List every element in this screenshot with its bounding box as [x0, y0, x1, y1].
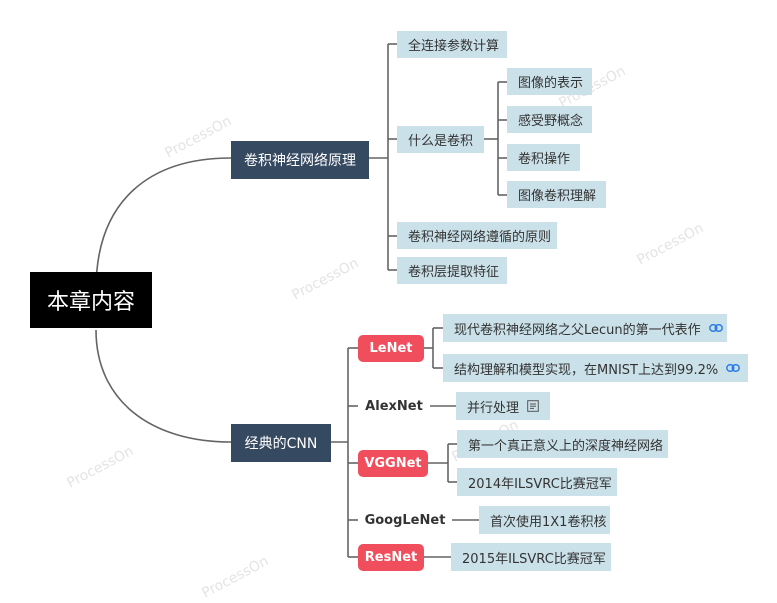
leaf-image-conv[interactable]: 图像卷积理解	[507, 181, 606, 208]
leaf-what-is-conv[interactable]: 什么是卷积	[397, 126, 484, 153]
leaf-fc-params[interactable]: 全连接参数计算	[397, 31, 507, 58]
topic-cnn-principles[interactable]: 卷积神经网络原理	[231, 141, 369, 179]
leaf-lenet-mnist-text: 结构理解和模型实现，在MNIST上达到99.2%	[454, 362, 719, 378]
leaf-resnet-2015[interactable]: 2015年ILSVRC比赛冠军	[451, 543, 611, 571]
note-icon[interactable]	[527, 400, 539, 412]
leaf-1x1-conv[interactable]: 首次使用1X1卷积核	[479, 506, 610, 534]
leaf-lenet-mnist[interactable]: 结构理解和模型实现，在MNIST上达到99.2%	[443, 354, 748, 382]
connector-line	[95, 157, 232, 291]
model-alexnet[interactable]: AlexNet	[365, 399, 423, 414]
leaf-receptive-field[interactable]: 感受野概念	[507, 106, 592, 133]
leaf-conv-op[interactable]: 卷积操作	[507, 144, 580, 171]
leaf-image-repr[interactable]: 图像的表示	[507, 68, 592, 95]
model-googlenet[interactable]: GoogLeNet	[364, 513, 446, 528]
model-vggnet[interactable]: VGGNet	[358, 450, 428, 477]
connector-line	[95, 329, 232, 443]
root-node[interactable]: 本章内容	[30, 272, 152, 328]
leaf-lenet-origin[interactable]: 现代卷积神经网络之父Lecun的第一代表作	[443, 314, 727, 342]
leaf-parallel-text: 并行处理	[467, 400, 520, 416]
link-icon[interactable]	[708, 324, 723, 332]
link-icon[interactable]	[726, 364, 741, 372]
leaf-vgg-2014[interactable]: 2014年ILSVRC比赛冠军	[457, 468, 617, 496]
leaf-cnn-principles[interactable]: 卷积神经网络遵循的原则	[397, 222, 557, 249]
leaf-lenet-origin-text: 现代卷积神经网络之父Lecun的第一代表作	[454, 322, 701, 338]
model-resnet[interactable]: ResNet	[358, 544, 424, 571]
leaf-vgg-deep[interactable]: 第一个真正意义上的深度神经网络	[457, 430, 668, 458]
leaf-parallel[interactable]: 并行处理	[456, 392, 550, 420]
model-lenet[interactable]: LeNet	[358, 335, 424, 362]
leaf-conv-layer-features[interactable]: 卷积层提取特征	[397, 257, 507, 284]
topic-classic-cnn[interactable]: 经典的CNN	[231, 424, 331, 462]
